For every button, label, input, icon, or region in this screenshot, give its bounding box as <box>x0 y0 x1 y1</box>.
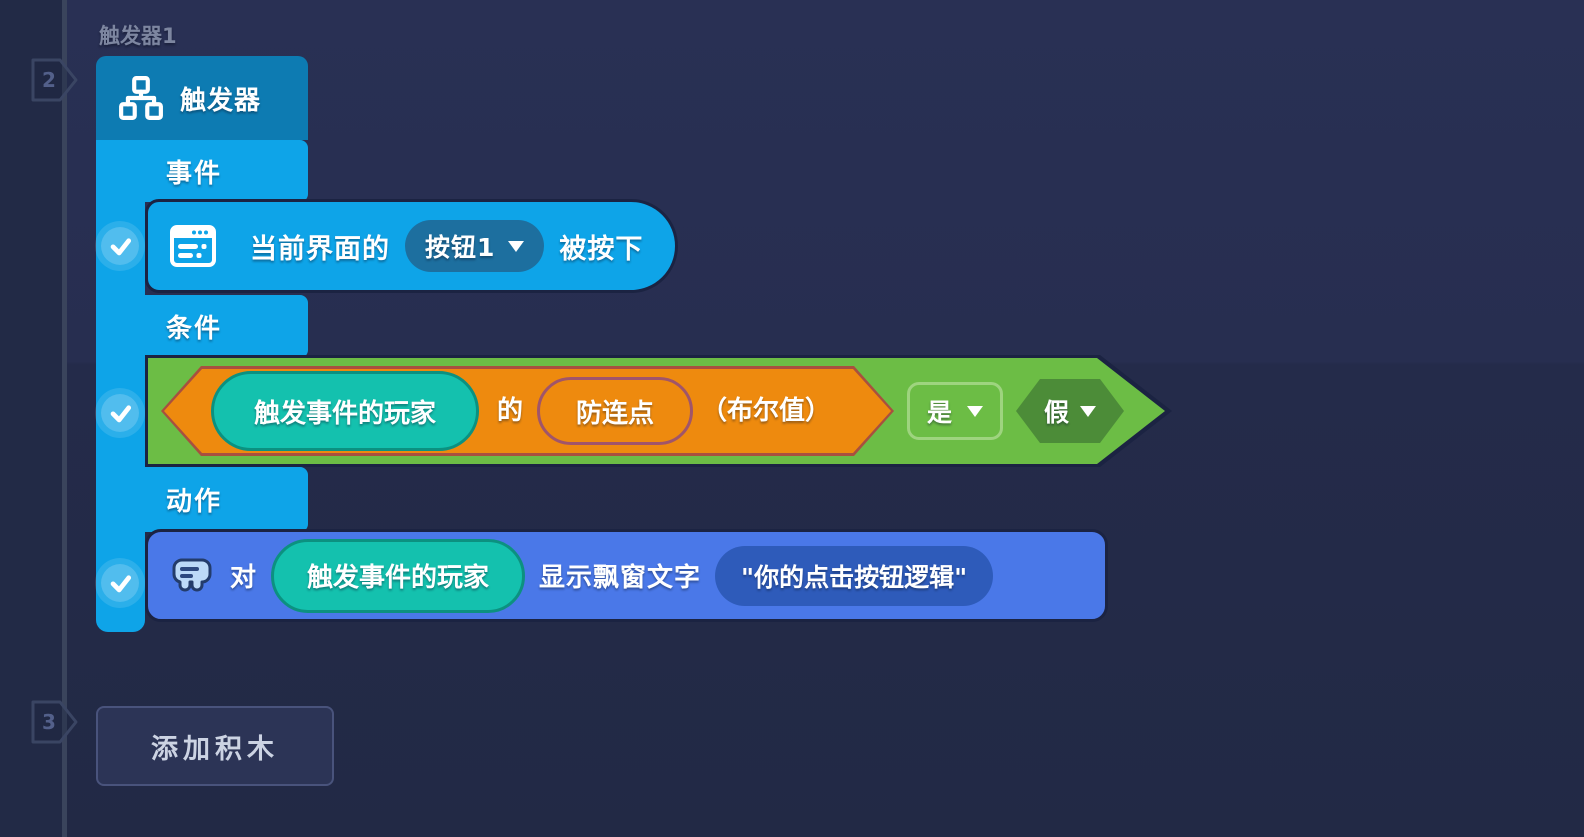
pentagon-tag-icon <box>31 700 78 744</box>
action-target-label: 对 <box>230 563 258 593</box>
trigger-name-label: 触发器1 <box>99 24 177 48</box>
check-icon <box>110 405 132 423</box>
left-gutter-panel <box>0 0 62 837</box>
property-select-pill[interactable]: 防连点 <box>537 377 693 445</box>
action-tab-label: 动作 <box>166 487 223 517</box>
operator-value: 是 <box>926 398 952 427</box>
event-text-before: 当前界面的 <box>250 233 390 265</box>
button-select-dropdown[interactable]: 按钮1 <box>405 220 545 272</box>
action-enable-checkbox[interactable] <box>101 564 139 602</box>
floating-text-value[interactable]: "你的点击按钮逻辑" <box>715 545 994 606</box>
ui-window-icon <box>170 225 216 267</box>
action-block[interactable]: 对 触发事件的玩家 显示飘窗文字 "你的点击按钮逻辑" <box>145 529 1108 622</box>
bool-value: 假 <box>1043 398 1069 427</box>
chevron-down-icon <box>1080 405 1096 417</box>
section-tab-event: 事件 <box>96 140 308 202</box>
action-player-chip[interactable]: 触发事件的玩家 <box>271 538 526 613</box>
event-block[interactable]: 当前界面的 按钮1 被按下 <box>145 199 678 293</box>
slot-marker-2-number: 2 <box>42 68 56 92</box>
property-type-hint: （布尔值） <box>701 396 832 426</box>
floating-text-icon <box>172 558 212 591</box>
section-tab-condition: 条件 <box>96 295 308 358</box>
event-text-after: 被按下 <box>559 233 644 265</box>
slot-marker-3: 3 <box>30 699 80 745</box>
pentagon-tag-icon <box>31 58 78 102</box>
button-select-value: 按钮1 <box>425 233 496 262</box>
event-enable-checkbox[interactable] <box>101 227 139 265</box>
trigger-spine <box>96 140 145 632</box>
event-tab-label: 事件 <box>166 158 223 189</box>
possessive-label: 的 <box>496 396 523 426</box>
chevron-down-icon <box>508 240 525 252</box>
condition-tab-label: 条件 <box>166 314 223 344</box>
condition-enable-checkbox[interactable] <box>101 394 139 432</box>
check-icon <box>110 575 132 593</box>
action-command-label: 显示飘窗文字 <box>539 563 702 593</box>
slot-marker-2: 2 <box>30 57 80 103</box>
hierarchy-icon <box>119 76 163 120</box>
check-icon <box>110 238 132 256</box>
trigger-title: 触发器 <box>180 85 262 116</box>
gutter-divider-line <box>62 0 67 837</box>
operator-dropdown[interactable]: 是 <box>907 382 1003 440</box>
slot-marker-3-number: 3 <box>42 710 56 734</box>
condition-player-chip[interactable]: 触发事件的玩家 <box>211 371 479 451</box>
section-tab-action: 动作 <box>96 467 308 532</box>
trigger-header[interactable]: 触发器 <box>96 56 308 140</box>
chevron-down-icon <box>967 405 983 417</box>
bool-value-dropdown[interactable]: 假 <box>1016 379 1124 443</box>
add-block-button[interactable]: 添加积木 <box>96 706 334 786</box>
